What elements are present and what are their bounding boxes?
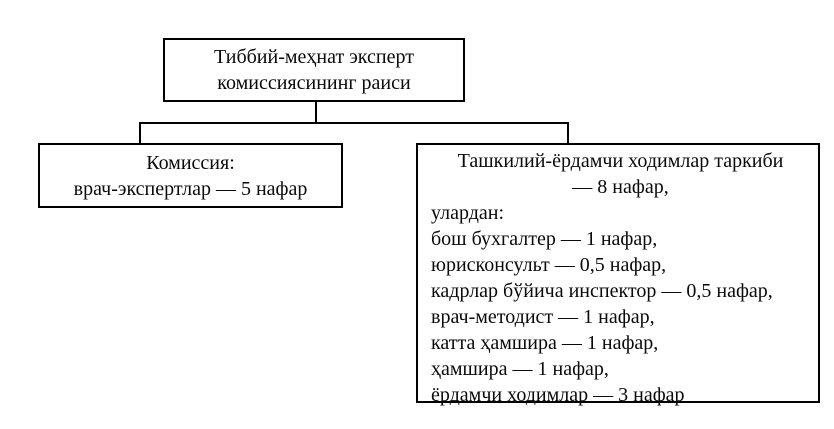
- staff-list-item: кадрлар бўйича инспектор — 0,5 нафар,: [431, 280, 773, 302]
- staff-box-header-line1: Ташкилий-ёрдамчи ходимлар таркиби: [457, 150, 784, 172]
- staff-list-item: бош бухгалтер — 1 нафар,: [431, 228, 658, 250]
- staff-list-item: катта ҳамшира — 1 нафар,: [431, 332, 659, 354]
- staff-box-header-line2: — 8 нафар,: [572, 176, 669, 198]
- connector-root-drop: [315, 102, 317, 124]
- staff-list-item: улардан:: [431, 202, 505, 224]
- commission-box-line2: врач-экспертлар — 5 нафар: [73, 177, 308, 200]
- root-box-line2: комиссиясининг раиси: [217, 72, 411, 94]
- connector-left-drop: [139, 122, 141, 144]
- staff-list-item: ёрдамчи ходимлар — 3 нафар: [431, 384, 685, 406]
- staff-list-item: ҳамшира — 1 нафар,: [431, 358, 609, 380]
- commission-box-line1: Комиссия:: [146, 151, 235, 174]
- root-box: Тиббий-меҳнат эксперт комиссиясининг раи…: [163, 38, 465, 102]
- root-box-line1: Тиббий-меҳнат эксперт: [214, 46, 414, 68]
- connector-right-drop: [567, 122, 569, 144]
- staff-list-item: юрисконсульт — 0,5 нафар,: [431, 254, 667, 276]
- staff-box: Ташкилий-ёрдамчи ходимлар таркиби — 8 на…: [416, 143, 820, 406]
- commission-box: Комиссия: врач-экспертлар — 5 нафар: [38, 143, 343, 208]
- staff-list-item: врач-методист — 1 нафар,: [431, 306, 655, 328]
- connector-horizontal-rail: [139, 122, 569, 124]
